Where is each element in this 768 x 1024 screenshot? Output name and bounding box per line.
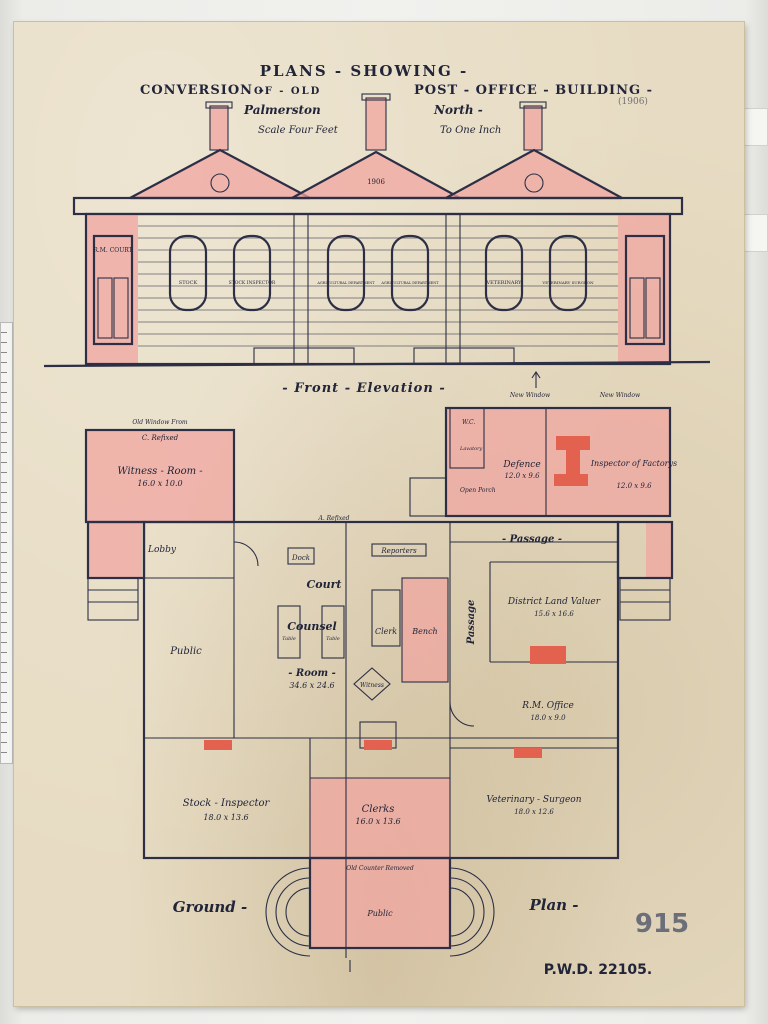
- court-door-label: R.M. COURT: [93, 247, 132, 254]
- plan-title-right: Plan -: [528, 896, 578, 914]
- place-north: North -: [433, 103, 483, 117]
- room-rm-office: R.M. Office: [521, 701, 574, 711]
- witness-box: [353, 667, 391, 701]
- front-elevation: 1906 R.M. COURT STOCK: [43, 93, 711, 396]
- window: VETERINARY: [484, 234, 524, 312]
- svg-text:VETERINARY SURGEON: VETERINARY SURGEON: [541, 280, 594, 285]
- title-of-old: OF - OLD: [254, 86, 321, 97]
- label-dock: Dock: [291, 554, 310, 562]
- ground-line: [43, 360, 711, 368]
- elevation-title: - Front - Elevation -: [282, 381, 445, 396]
- room-clerks-size: 16.0 x 13.6: [355, 817, 400, 826]
- room-defence-size: 12.0 x 9.6: [504, 472, 540, 480]
- scale-text: Scale Four Feet: [258, 125, 339, 136]
- place-palmerston: Palmerston: [243, 103, 321, 117]
- title-conversion: CONVERSION -: [140, 83, 265, 98]
- chimney: [205, 101, 233, 151]
- room-court-size: 34.6 x 24.6: [289, 681, 334, 690]
- room-lobby: Lobby: [147, 545, 177, 555]
- tape-strip: [744, 108, 768, 146]
- reporters-box: [371, 543, 427, 557]
- side-door: [624, 234, 666, 346]
- room-defence: Defence: [502, 460, 540, 470]
- scale-text-2: To One Inch: [440, 125, 501, 136]
- label-reporters: Reporters: [380, 547, 417, 555]
- label-passage-v: Passage: [466, 600, 477, 646]
- scale-ruler: [0, 322, 13, 764]
- elevation-date: 1906: [367, 178, 385, 186]
- north-arrow-icon: [349, 371, 541, 972]
- label-table: Table: [282, 636, 296, 642]
- chimney: [519, 101, 547, 151]
- elevation-windows: STOCK STOCK INSPECTOR AGRICULTURAL DEPAR…: [168, 234, 594, 312]
- sheet-number: 915: [635, 909, 689, 939]
- title-line1: PLANS - SHOWING -: [260, 62, 469, 80]
- window: AGRICULTURAL DEPARTMENT: [380, 234, 439, 312]
- court-door: R.M. COURT: [92, 234, 134, 346]
- label-passage: - Passage -: [502, 534, 562, 545]
- room-witness-size: 16.0 x 10.0: [137, 479, 182, 488]
- clerk-box: [371, 589, 401, 647]
- label-counter: Old Counter Removed: [346, 865, 414, 872]
- label-public-entry: Public: [366, 909, 393, 918]
- room-counsel: Counsel: [287, 620, 336, 633]
- title-block: PLANS - SHOWING - CONVERSION - OF - OLD …: [140, 62, 653, 136]
- room-inspector-size: 12.0 x 9.6: [616, 482, 652, 490]
- counsel-table-2: [321, 605, 345, 659]
- bench: [401, 577, 449, 683]
- label-table-2: Table: [326, 636, 340, 642]
- room-public: Public: [169, 646, 202, 657]
- chimney: [361, 93, 391, 151]
- ground-plan: Witness - Room - 16.0 x 10.0 C. Refixed …: [84, 371, 677, 972]
- label-new-window-2: New Window: [599, 392, 641, 399]
- room-stock-inspector: Stock - Inspector: [183, 798, 271, 809]
- svg-text:VETERINARY: VETERINARY: [486, 280, 523, 286]
- tape-strip: [744, 214, 768, 252]
- label-clerk: Clerk: [375, 627, 397, 636]
- room-land-valuer-size: 15.6 x 16.6: [534, 610, 574, 618]
- window: VETERINARY SURGEON: [541, 234, 594, 312]
- year-note: (1906): [618, 96, 648, 107]
- fireplaces: [204, 436, 590, 758]
- pwd-number: P.W.D. 22105.: [544, 962, 652, 978]
- window: STOCK: [168, 234, 208, 312]
- label-bench: Bench: [411, 627, 437, 636]
- room-vet-size: 18.0 x 12.6: [514, 808, 554, 816]
- label-witness-box: Witness: [360, 682, 384, 689]
- label-wc: W.C.: [462, 419, 475, 426]
- witness-room-wash: [86, 430, 234, 522]
- label-old-window: Old Window From: [132, 419, 188, 426]
- room-land-valuer: District Land Valuer: [507, 597, 601, 607]
- svg-text:AGRICULTURAL DEPARTMENT: AGRICULTURAL DEPARTMENT: [316, 281, 375, 285]
- title-building: POST - OFFICE - BUILDING -: [414, 83, 653, 98]
- blueprint-sheet: PLANS - SHOWING - CONVERSION - OF - OLD …: [14, 22, 744, 1006]
- label-refixed: A. Refixed: [318, 515, 350, 522]
- plan-title-left: Ground -: [173, 898, 247, 916]
- window: AGRICULTURAL DEPARTMENT: [316, 234, 375, 312]
- label-open-porch: Open Porch: [460, 487, 496, 494]
- room-clerks: Clerks: [362, 804, 395, 815]
- room-vet: Veterinary - Surgeon: [486, 795, 581, 805]
- note-c-refixed: C. Refixed: [142, 434, 179, 442]
- window: STOCK INSPECTOR: [229, 234, 276, 312]
- svg-text:STOCK: STOCK: [179, 280, 198, 286]
- room-rm-office-size: 18.0 x 9.0: [530, 714, 566, 722]
- room-court: Court: [307, 578, 342, 591]
- counsel-table: [277, 605, 301, 659]
- label-new-window: New Window: [509, 392, 551, 399]
- room-witness: Witness - Room -: [117, 466, 203, 477]
- label-lavatory: Lavatory: [459, 446, 483, 452]
- drawing: PLANS - SHOWING - CONVERSION - OF - OLD …: [43, 62, 711, 978]
- room-inspector: Inspector of Factorys: [590, 459, 677, 468]
- svg-text:STOCK INSPECTOR: STOCK INSPECTOR: [229, 280, 276, 286]
- dock-box: [287, 547, 315, 565]
- room-room: - Room -: [288, 668, 336, 679]
- svg-text:AGRICULTURAL DEPARTMENT: AGRICULTURAL DEPARTMENT: [380, 281, 439, 285]
- room-stock-size: 18.0 x 13.6: [203, 813, 248, 822]
